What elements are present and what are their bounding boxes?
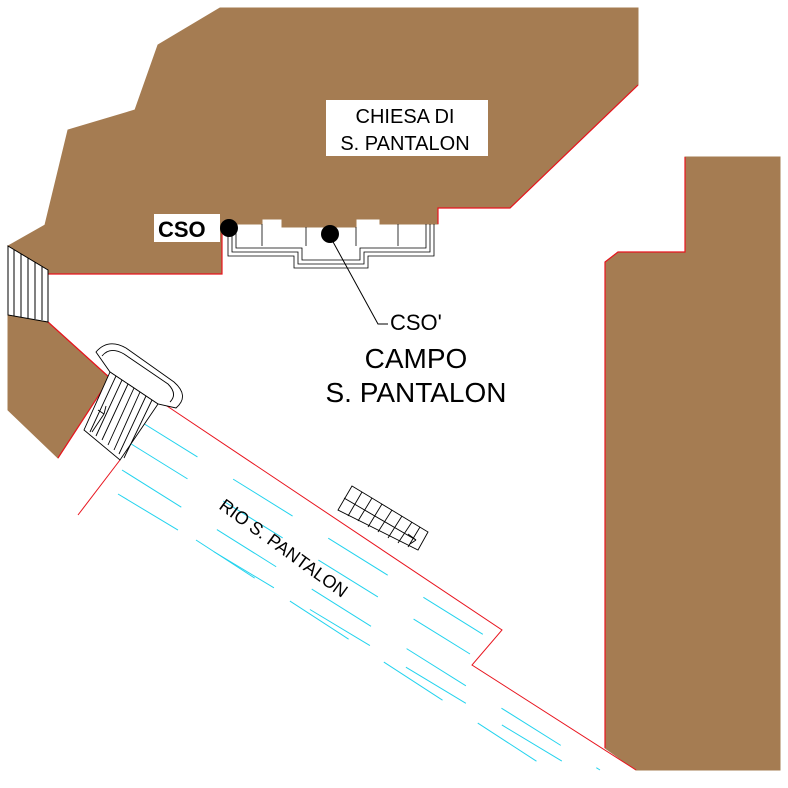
marker-cso-prime-label: CSO' [390,310,442,335]
marker-cso-prime-dot[interactable] [321,225,339,243]
church-label: CHIESA DI S. PANTALON [326,100,488,156]
marker-cso-prime-leader [331,239,388,325]
canal-water-lines [117,419,601,773]
marker-cso-label-bg [154,214,220,242]
church-building-edge-west [48,227,223,275]
marker-cso-dot[interactable] [220,219,238,237]
campo-label-line1: CAMPO [365,343,468,374]
marker-cso-label: CSO [158,217,206,242]
church-label-line1: CHIESA DI [356,106,455,128]
marker-cso-prime[interactable]: CSO' [321,225,442,335]
west-bridge[interactable] [7,245,49,323]
campo-label-line2: S. PANTALON [325,377,506,408]
campo-label: CAMPO S. PANTALON [325,343,506,408]
canal-bridge-west[interactable] [83,343,183,461]
church-steps [227,224,435,269]
canal-bridge-middle[interactable] [337,485,429,551]
east-building-edge [604,157,686,748]
church-label-line2: S. PANTALON [340,133,469,155]
canal-banks [77,399,637,771]
church-building-edge [437,84,639,224]
church-label-box [326,100,488,156]
east-building[interactable] [604,156,781,771]
marker-cso[interactable]: CSO [154,214,238,242]
